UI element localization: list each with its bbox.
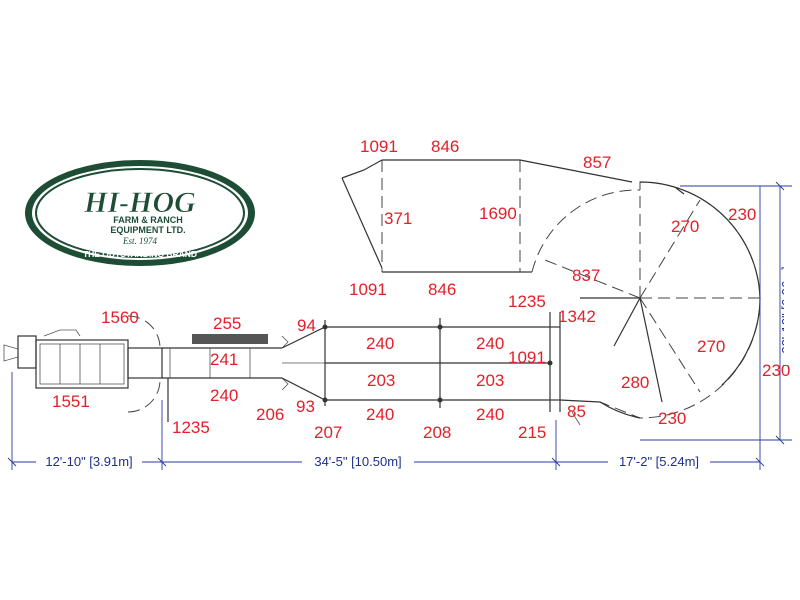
scale-platform <box>192 334 268 344</box>
loading-chute <box>3 315 163 413</box>
sorting-pens <box>281 312 560 412</box>
dimension-lines: 12'-10" [3.91m] 34'-5" [10.50m] 17'-2" [… <box>7 181 798 470</box>
label-846-bottom: 846 <box>428 280 456 299</box>
logo-brand: HI-HOG <box>83 186 196 219</box>
label-1235-left: 1235 <box>172 418 210 437</box>
label-1091-mid: 1091 <box>508 348 546 367</box>
label-240-a: 240 <box>366 334 394 353</box>
label-1091-bottom: 1091 <box>349 280 387 299</box>
label-240-d: 240 <box>366 405 394 424</box>
label-1560: 1560 <box>101 308 139 327</box>
label-93: 93 <box>296 397 315 416</box>
dim-left: 12'-10" [3.91m] <box>45 454 132 469</box>
logo-tagline: THE OUTSTANDING BRAND <box>83 249 197 259</box>
label-208: 208 <box>423 423 451 442</box>
label-230-a: 230 <box>728 205 756 224</box>
label-1235-right: 1235 <box>508 292 546 311</box>
label-230-b: 230 <box>762 361 790 380</box>
label-203-a: 203 <box>367 371 395 390</box>
label-215: 215 <box>518 423 546 442</box>
label-837: 837 <box>572 266 600 285</box>
label-207: 207 <box>314 423 342 442</box>
logo-est: Est. 1974 <box>122 236 158 246</box>
logo-inner-ring <box>35 168 245 258</box>
label-240-c: 240 <box>210 386 238 405</box>
label-203-b: 203 <box>476 371 504 390</box>
label-94: 94 <box>297 316 316 335</box>
label-1551: 1551 <box>52 392 90 411</box>
part-labels: 1091 846 857 371 1690 230 270 22'-10" [6… <box>52 137 794 442</box>
label-85: 85 <box>567 402 586 421</box>
label-857: 857 <box>583 153 611 172</box>
label-1091-top: 1091 <box>360 137 398 156</box>
label-280: 280 <box>621 373 649 392</box>
holding-pen <box>341 159 633 273</box>
logo-line2: EQUIPMENT LTD. <box>110 225 185 235</box>
label-846-top: 846 <box>431 137 459 156</box>
label-240-e: 240 <box>476 405 504 424</box>
hi-hog-logo: HI-HOG FARM & RANCH EQUIPMENT LTD. Est. … <box>25 160 255 266</box>
label-270-a: 270 <box>671 217 699 236</box>
label-241: 241 <box>210 350 238 369</box>
label-371: 371 <box>384 209 412 228</box>
label-255: 255 <box>213 314 241 333</box>
dim-right: 17'-2" [5.24m] <box>619 454 699 469</box>
label-240-b: 240 <box>476 334 504 353</box>
label-1690: 1690 <box>479 204 517 223</box>
label-1342: 1342 <box>558 307 596 326</box>
label-230-c: 230 <box>658 409 686 428</box>
alley <box>162 334 289 422</box>
label-206: 206 <box>256 405 284 424</box>
logo-line1: FARM & RANCH <box>113 215 183 225</box>
logo-inner-oval <box>32 166 248 260</box>
dim-middle: 34'-5" [10.50m] <box>314 454 401 469</box>
label-270-b: 270 <box>697 337 725 356</box>
crescent-tub <box>531 181 761 426</box>
